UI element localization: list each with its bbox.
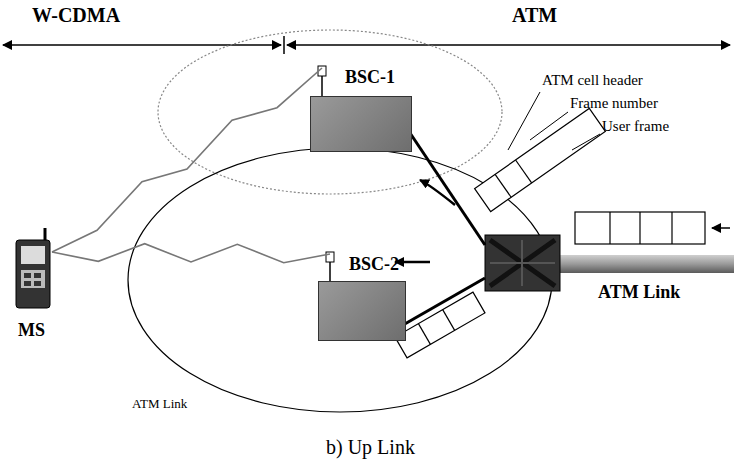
node-label: BSC-2 xyxy=(349,254,399,275)
node-label: BSC-1 xyxy=(345,67,395,88)
base-station-box: BSC-2 xyxy=(318,281,406,341)
mobile-station: MS xyxy=(14,238,52,310)
radio-link xyxy=(52,244,330,263)
callout-label: Frame number xyxy=(570,95,658,112)
caption: b) Up Link xyxy=(326,436,415,459)
domain-label: W-CDMA xyxy=(32,4,120,27)
domain-label: ATM xyxy=(512,4,557,27)
region-label: ATM Link xyxy=(132,396,187,412)
base-station-box: BSC-1 xyxy=(310,96,412,152)
callout-label: User frame xyxy=(602,118,669,135)
node-label: MS xyxy=(18,320,45,341)
callout-label: ATM cell header xyxy=(542,72,643,89)
link-label: ATM Link xyxy=(598,282,680,303)
radio-link xyxy=(52,68,322,252)
